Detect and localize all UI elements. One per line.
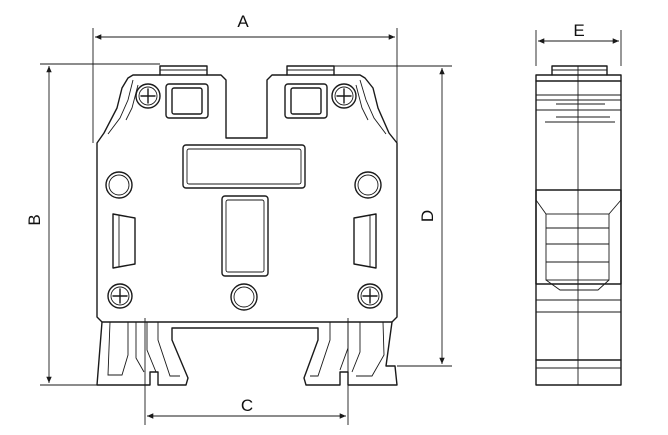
dimension-a-label: A xyxy=(237,12,249,31)
front-view xyxy=(96,65,398,386)
dimension-e: E xyxy=(535,21,622,66)
side-clamp-window xyxy=(535,189,622,285)
front-side-slot-left xyxy=(112,213,136,269)
front-side-slot-right xyxy=(353,213,377,269)
screw-top-left xyxy=(135,83,161,109)
dimension-b-label: B xyxy=(25,214,44,225)
dimension-d: D xyxy=(334,65,452,367)
side-body-outline xyxy=(535,74,622,386)
front-clamp-window-left xyxy=(165,83,209,119)
front-hole-right xyxy=(354,171,382,199)
dimension-c: C xyxy=(144,318,349,425)
dimension-e-label: E xyxy=(573,21,584,40)
front-body-outline xyxy=(96,74,398,323)
dimension-d-label: D xyxy=(418,210,437,222)
front-hole-left xyxy=(105,171,133,199)
screw-bottom-left xyxy=(107,283,133,309)
dimension-b: B xyxy=(25,63,160,386)
front-foot-outline xyxy=(96,321,398,386)
dimension-c-label: C xyxy=(241,396,253,415)
front-clamp-window-right xyxy=(284,83,328,119)
front-hole-bottom xyxy=(230,283,258,311)
front-top-cap-left xyxy=(159,65,208,76)
screw-bottom-right xyxy=(357,283,383,309)
front-label-slot xyxy=(182,144,306,189)
side-view xyxy=(535,65,622,386)
front-top-cap-right xyxy=(286,65,335,76)
front-center-slot xyxy=(221,195,269,277)
screw-top-right xyxy=(331,83,357,109)
dimension-a: A xyxy=(92,12,398,143)
